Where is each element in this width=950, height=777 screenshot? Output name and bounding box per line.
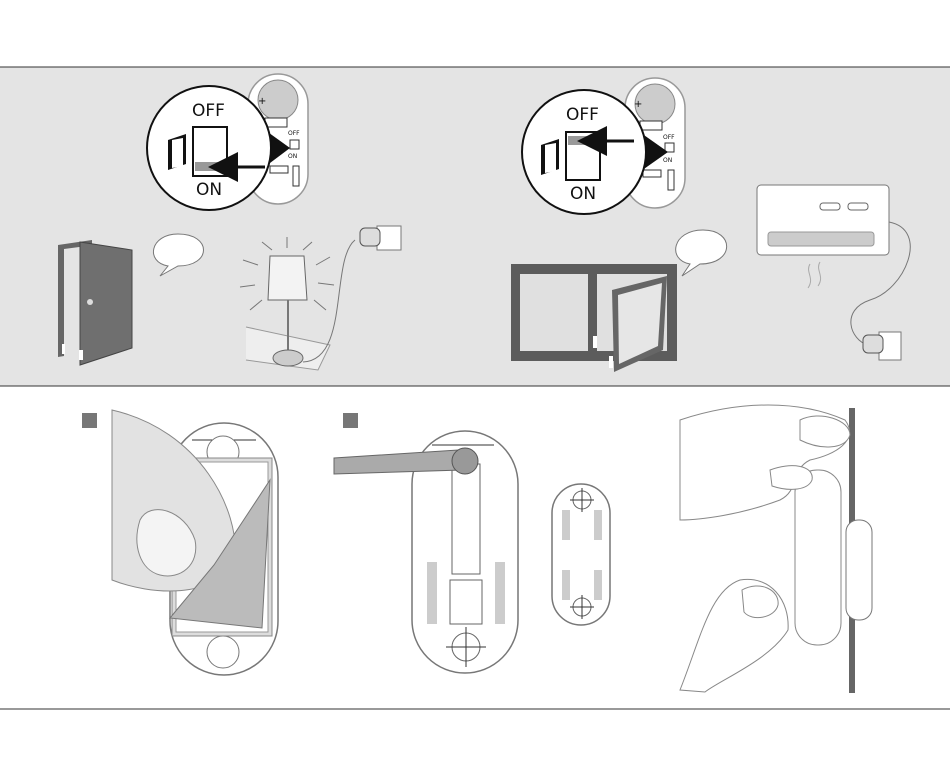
device-on-small-label: ON [288,153,297,160]
switch-on-label: ON [570,184,596,204]
device-on-small-label: ON [663,157,672,164]
screwdriver-illustration [334,431,518,673]
plug-icon [863,335,883,353]
battery-plus: + [634,99,642,110]
screw-head [452,448,478,474]
heater-vent [768,232,874,246]
device-off-small-label: OFF [288,130,300,137]
switch-off-label: OFF [192,101,225,121]
door-knob [87,299,93,305]
device-off-small-label: OFF [663,134,675,141]
mounting-hand-illustration [680,405,872,693]
mounting-plate-illustration [552,484,610,625]
wall-socket [377,226,401,250]
plug-icon [360,228,380,246]
adhesive-peel-illustration [112,410,278,675]
step-marker-2 [343,413,358,428]
battery-plus: + [258,96,266,107]
magnet-part [846,520,872,620]
lamp-shade [268,256,307,300]
window-illustration [511,264,677,372]
screwdriver-shaft [334,450,462,474]
sensor-on-frame [795,470,841,645]
lamp-base [273,350,303,366]
switch-off-label: OFF [566,105,599,125]
switch-on-label: ON [196,180,222,200]
step-marker-1 [82,413,97,428]
